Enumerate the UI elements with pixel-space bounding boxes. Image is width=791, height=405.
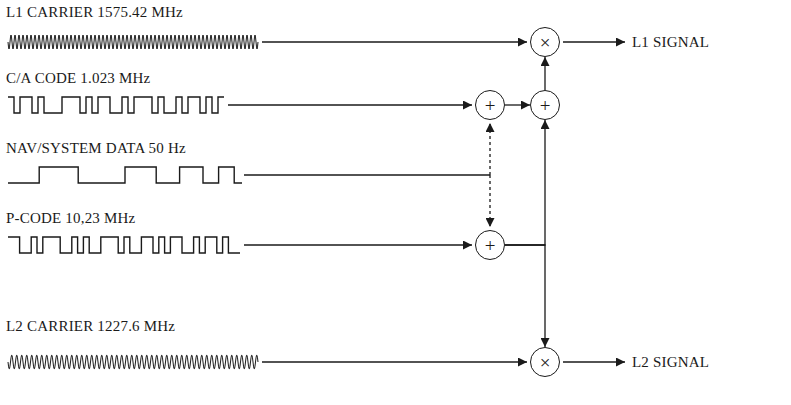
signal-label: P-CODE 10,23 MHz bbox=[6, 210, 135, 227]
signal-label: L1 CARRIER 1575.42 MHz bbox=[6, 4, 183, 21]
multiplier-circle: × bbox=[530, 27, 560, 57]
signal-label: NAV/SYSTEM DATA 50 Hz bbox=[6, 140, 186, 157]
multiplier-circle: × bbox=[530, 347, 560, 377]
code-wave bbox=[8, 167, 242, 183]
operator-symbol: + bbox=[540, 96, 551, 115]
adder-circle: + bbox=[530, 90, 560, 120]
signal-connector bbox=[544, 57, 545, 90]
feed-lines bbox=[228, 42, 625, 362]
output-label: L1 SIGNAL bbox=[632, 34, 709, 51]
code-wave bbox=[8, 97, 224, 113]
signal-connector bbox=[505, 120, 545, 245]
carrier-wave bbox=[8, 355, 258, 368]
signal-connector bbox=[505, 104, 530, 105]
output-line bbox=[563, 361, 625, 362]
feed-line bbox=[262, 361, 527, 362]
output-line bbox=[563, 41, 625, 42]
signal-connector bbox=[505, 245, 545, 347]
feed-line bbox=[228, 104, 472, 105]
feed-line bbox=[244, 174, 490, 175]
carrier-wave bbox=[8, 35, 258, 49]
operator-symbol: + bbox=[485, 236, 496, 255]
adder-circle: + bbox=[475, 230, 505, 260]
code-wave bbox=[8, 237, 240, 253]
feed-line bbox=[244, 244, 472, 245]
adder-circle: + bbox=[475, 90, 505, 120]
operator-symbol: × bbox=[540, 353, 551, 372]
signal-label: C/A CODE 1.023 MHz bbox=[6, 70, 150, 87]
data-line bbox=[489, 123, 490, 175]
feed-line bbox=[262, 41, 527, 42]
signal-label: L2 CARRIER 1227.6 MHz bbox=[6, 318, 175, 335]
operator-symbol: + bbox=[485, 96, 496, 115]
data-line bbox=[489, 175, 490, 227]
output-label: L2 SIGNAL bbox=[632, 354, 709, 371]
operator-symbol: × bbox=[540, 33, 551, 52]
